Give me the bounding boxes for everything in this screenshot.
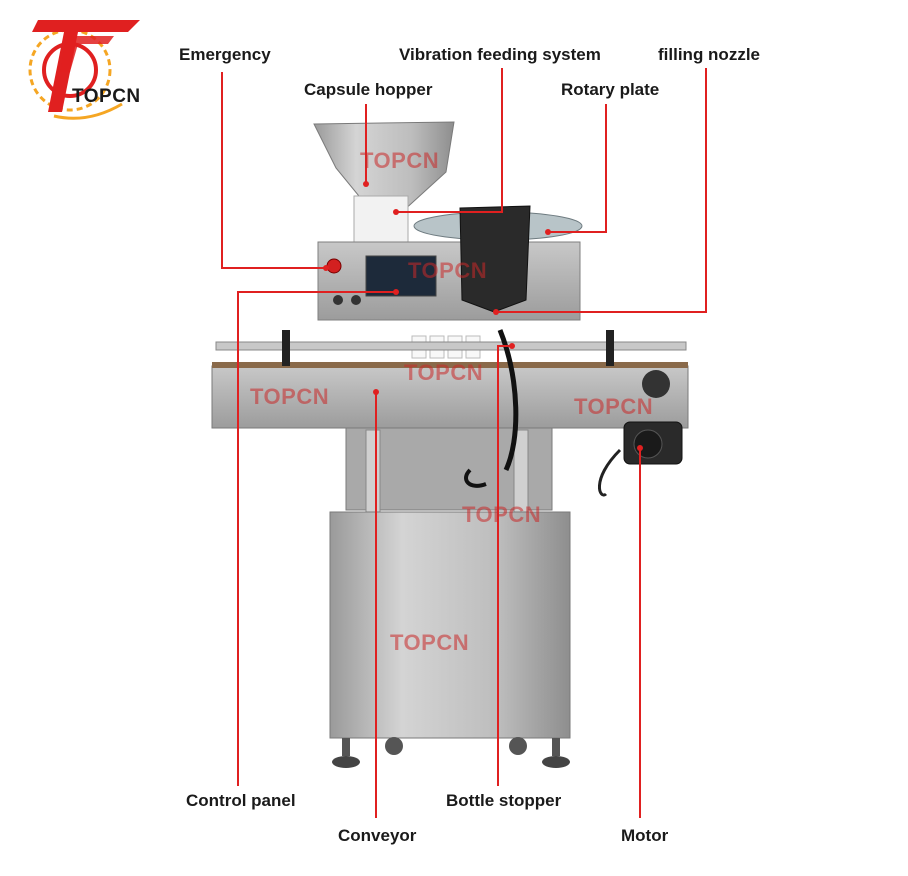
topcn-logo-icon: [28, 20, 140, 120]
conveyor-beam: [211, 365, 689, 429]
label-motor: Motor: [621, 826, 669, 845]
watermark: TOPCN: [462, 502, 542, 527]
label-bottle-stopper: Bottle stopper: [446, 791, 562, 810]
watermark: TOPCN: [574, 394, 654, 419]
label-control-panel: Control panel: [186, 791, 296, 810]
watermark: TOPCN: [404, 360, 484, 385]
watermark: TOPCN: [250, 384, 330, 409]
watermark: TOPCN: [408, 258, 488, 283]
callout-lines: [221, 68, 707, 818]
watermark: TOPCN: [360, 148, 440, 173]
emergency-button-part: [326, 258, 342, 274]
label-conveyor: Conveyor: [338, 826, 417, 845]
watermark: TOPCN: [390, 630, 470, 655]
label-rotary-plate: Rotary plate: [561, 80, 660, 99]
brand-name: TOPCN: [72, 86, 141, 107]
upper-housing: [317, 241, 581, 321]
control-panel-screen: [365, 255, 437, 297]
label-emergency: Emergency: [179, 45, 271, 64]
callout-dots: [323, 181, 643, 451]
label-filling-nozzle: filling nozzle: [658, 45, 760, 64]
base-cabinet: [329, 511, 571, 739]
conveyor-drive-wheel: [642, 370, 670, 398]
label-capsule-hopper: Capsule hopper: [304, 80, 433, 99]
label-vibration-feeding-system: Vibration feeding system: [399, 45, 601, 64]
